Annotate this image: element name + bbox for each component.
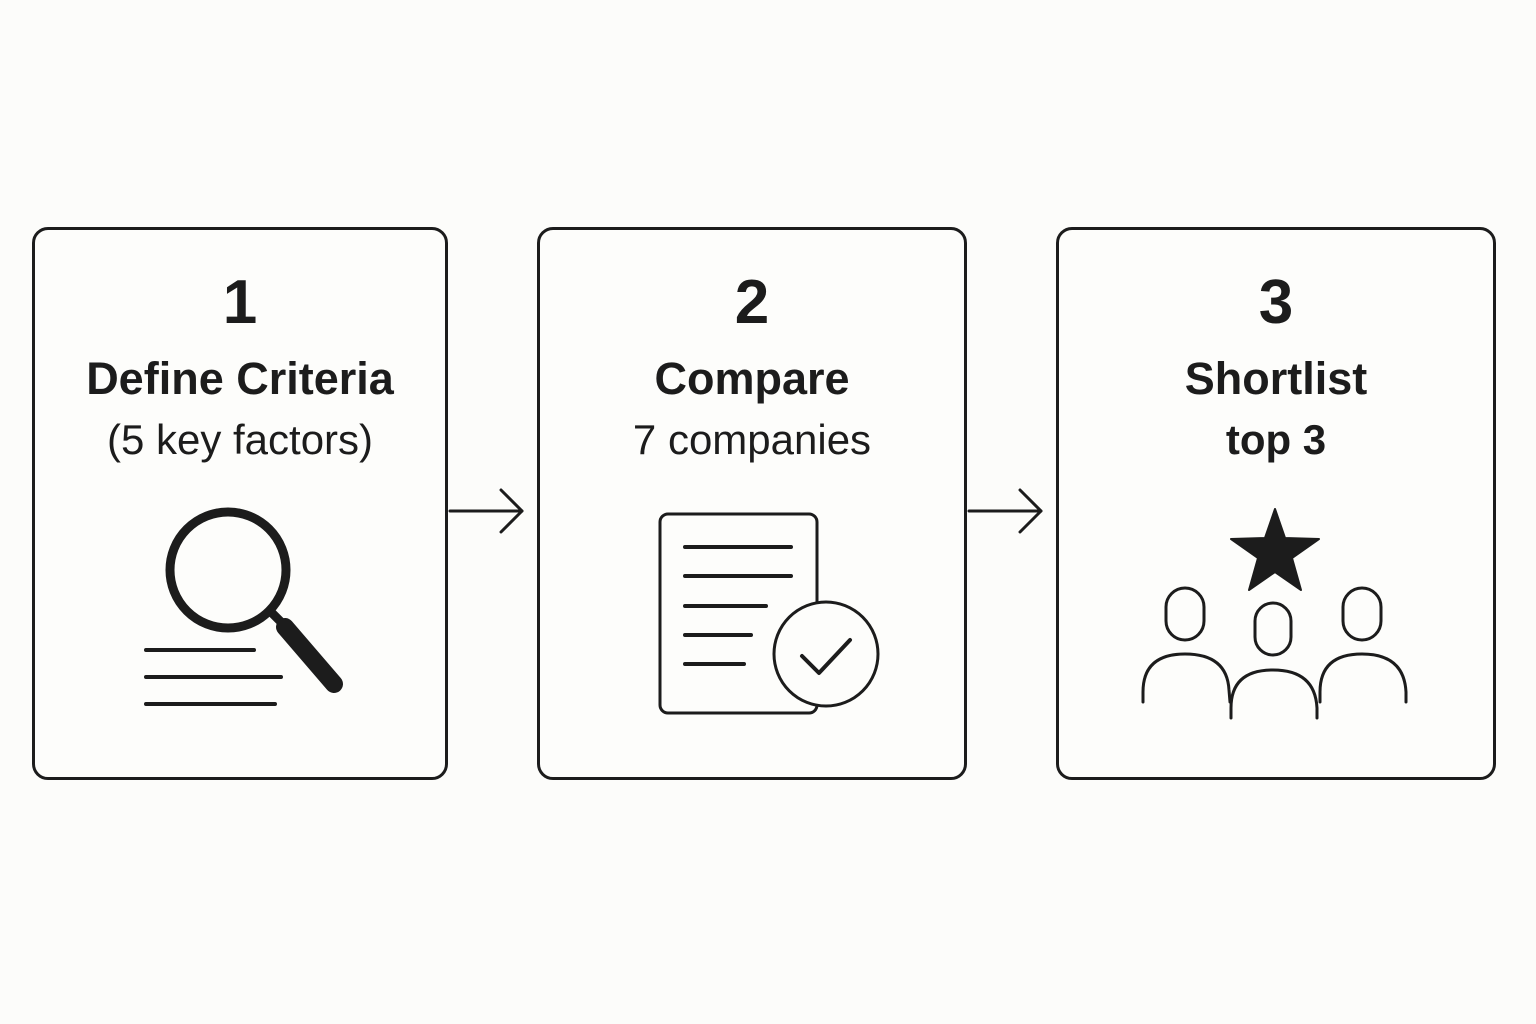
arrow-right-icon: [967, 488, 1043, 534]
arrow-right-icon: [448, 488, 524, 534]
document-check-icon: [658, 512, 880, 715]
step-title: Compare: [654, 353, 850, 404]
step-title: Define Criteria: [86, 353, 394, 404]
magnifying-glass-icon: [144, 507, 343, 706]
step-number: 1: [222, 268, 258, 337]
step-detail: (5 key factors): [106, 416, 374, 463]
step-number: 3: [1258, 268, 1294, 337]
step-card-define-criteria: 1 Define Criteria (5 key factors): [32, 227, 448, 780]
step-title: Shortlist: [1184, 353, 1368, 404]
star-people-icon: [1141, 508, 1408, 720]
step-number: 2: [734, 268, 770, 337]
step-card-compare: 2 Compare 7 companies: [537, 227, 967, 780]
step-detail: top 3: [1225, 416, 1327, 463]
step-detail: 7 companies: [632, 416, 872, 463]
step-card-shortlist: 3 Shortlist top 3: [1056, 227, 1496, 780]
